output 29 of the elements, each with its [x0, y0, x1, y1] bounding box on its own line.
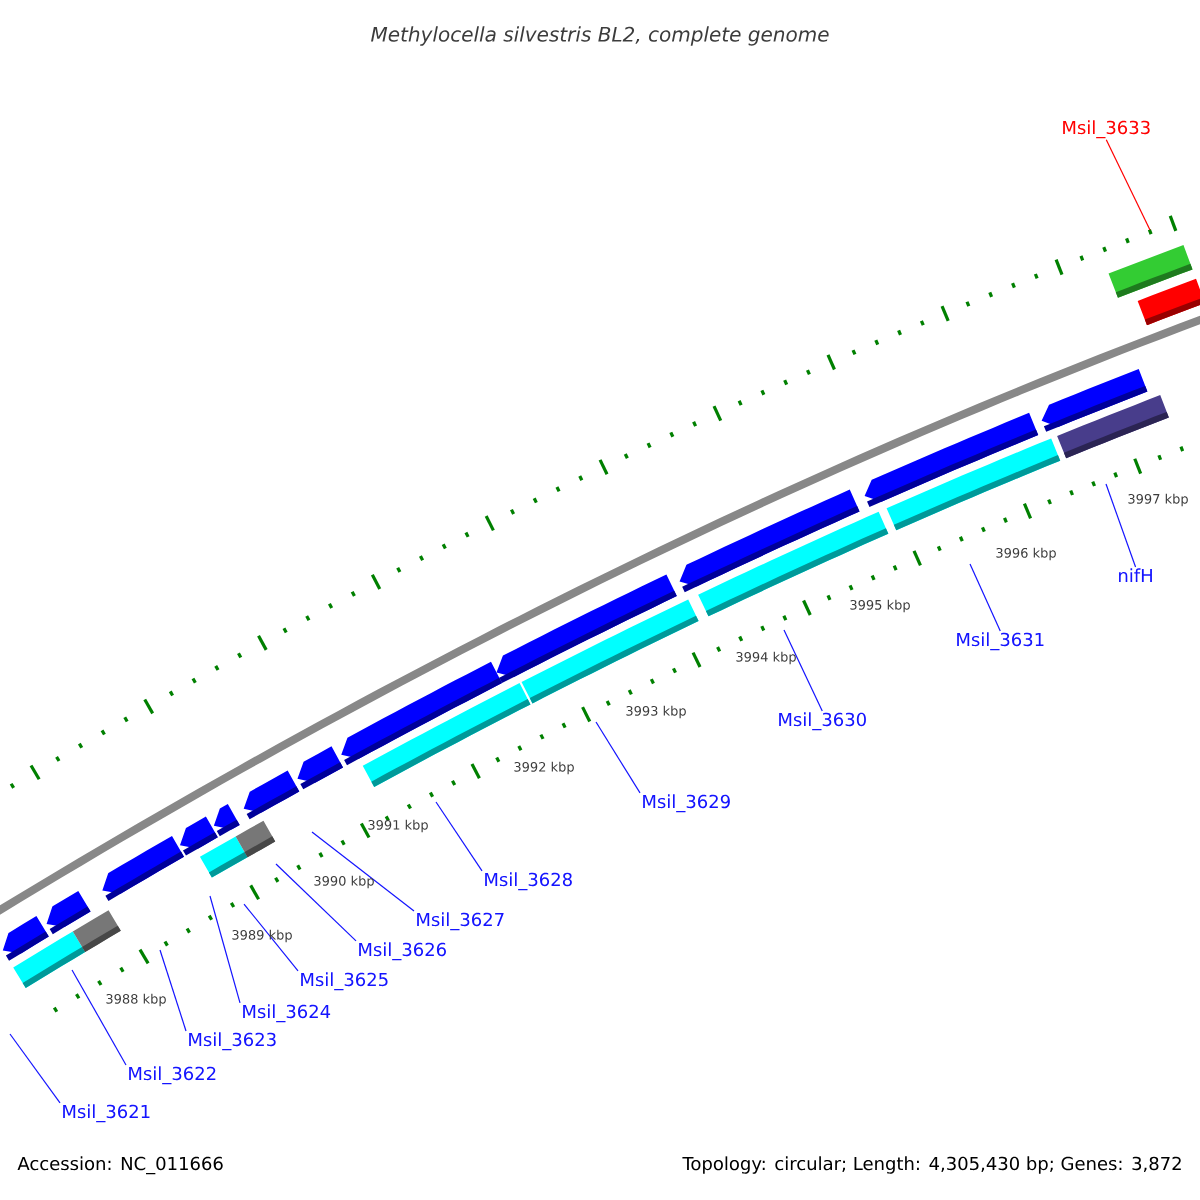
gene-label: Msil_3624	[243, 1004, 331, 1023]
gene-label: Msil_3625	[301, 972, 388, 991]
leader-line	[783, 629, 823, 712]
leader-line	[1105, 139, 1151, 231]
leader-line	[275, 863, 357, 942]
leader-line	[71, 969, 127, 1066]
leader-line	[209, 895, 241, 1004]
leader-line	[595, 721, 641, 794]
gene-label: Msil_3626	[359, 942, 446, 961]
leader-line	[1105, 483, 1137, 568]
gene-label: Msil_3623	[189, 1032, 276, 1051]
title: Methylocella silvestris BL2, complete genome	[371, 26, 829, 46]
gene-label: Msil_3628	[485, 872, 572, 891]
gene-label: Msil_3622	[129, 1066, 216, 1085]
leader-line	[969, 563, 1001, 632]
gene-label: Msil_3621	[63, 1104, 150, 1123]
accession-text: Accession: NC_011666	[17, 1156, 223, 1175]
gene-label: Msil_3633	[1063, 120, 1150, 139]
gene-label: Msil_3629	[643, 794, 730, 813]
genome-info-text: Topology: circular; Length: 4,305,430 bp; Genes: 3,872	[682, 1156, 1181, 1174]
gene-label: Msil_3627	[417, 912, 504, 931]
leader-line	[243, 903, 299, 972]
gene-label: Msil_3630	[779, 712, 866, 731]
leader-line	[159, 949, 187, 1032]
gene-label: Msil_3631	[957, 632, 1044, 651]
leader-line	[435, 801, 483, 872]
leader-line	[311, 831, 415, 912]
gene-label: nifH	[1119, 568, 1152, 582]
leader-line	[9, 1033, 61, 1104]
